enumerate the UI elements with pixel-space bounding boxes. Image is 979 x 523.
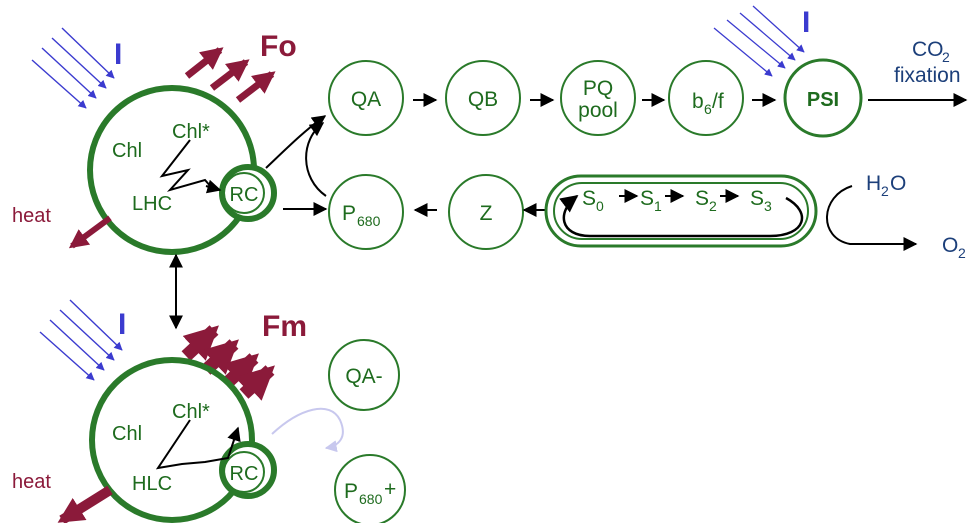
lhc-label: LHC [132, 193, 172, 215]
h2o-tail: O [890, 172, 906, 195]
bottom-rc-label: RC [230, 463, 259, 485]
p680-plus-sup: + [384, 478, 396, 501]
top-light-arrows [31, 27, 115, 109]
blocked-transfer-arrow [271, 407, 344, 453]
lhc-antenna-circle [87, 85, 257, 255]
co2-sub: 2 [942, 49, 950, 65]
bottom-energy-path [155, 419, 241, 470]
s2-main: S [695, 187, 709, 210]
top-energy-zigzag [159, 139, 213, 192]
bottom-antenna: I Fm RC Chl Chl* HLC heat [12, 299, 344, 523]
psi-light-arrows [713, 5, 805, 77]
top-chl-star-label: Chl* [172, 121, 210, 143]
bottom-light-label: I [118, 308, 126, 341]
s2-sub: 2 [709, 198, 717, 214]
s3-sub: 3 [764, 198, 772, 214]
p680-to-qa-arrow [305, 122, 327, 197]
pq-pool-circle [560, 60, 636, 136]
top-rc-label: RC [230, 184, 259, 206]
top-light-label: I [114, 38, 122, 71]
bottom-rc-inner-circle [223, 451, 265, 493]
qb-label: QB [468, 88, 498, 111]
h2o-sub: 2 [881, 183, 889, 199]
p680-plus-circle [334, 454, 406, 523]
s3-main: S [750, 187, 764, 210]
bottom-heat-arrow [57, 485, 113, 523]
qa-circle [328, 60, 404, 136]
p680-main: P [342, 202, 356, 225]
s0-main: S [582, 187, 596, 210]
rc-outer-circle [219, 164, 277, 222]
fm-label: Fm [262, 310, 307, 343]
o2-sub: 2 [958, 245, 966, 261]
bottom-light-arrows [39, 299, 123, 381]
water-oxidation-arrow [826, 185, 918, 251]
psi-light-label: I [802, 6, 810, 39]
s1-main: S [640, 187, 654, 210]
p680-plus-sub: 680 [359, 491, 383, 507]
p680-circle [328, 174, 404, 250]
s1-sub: 1 [654, 198, 662, 214]
qa-label: QA [351, 88, 381, 111]
bottom-chl-star-label: Chl* [172, 401, 210, 423]
s0-sub: 0 [596, 198, 604, 214]
donor-side: P 680 Z S 0 S 1 S 2 S 3 H 2 O O 2 [328, 172, 966, 261]
psi-circle [783, 58, 863, 138]
top-heat-arrow [68, 215, 112, 249]
qb-circle [445, 60, 521, 136]
o2-main: O [942, 234, 958, 257]
bottom-chl-label: Chl [112, 423, 142, 445]
b6f-main: b [692, 90, 704, 113]
p680-sub: 680 [357, 213, 381, 229]
rc-inner-circle [223, 172, 265, 214]
b6f-sub: 6 [704, 101, 712, 117]
fixation-label: fixation [894, 64, 961, 87]
hlc-label: HLC [132, 473, 172, 495]
h2o-main: H [866, 172, 881, 195]
pool-label: pool [578, 99, 618, 122]
bottom-heat-label: heat [12, 471, 51, 493]
pq-label: PQ [583, 77, 613, 100]
b6f-tail: /f [712, 90, 724, 113]
s3-to-s0-cycle-arrow [559, 194, 804, 238]
hlc-antenna-circle [89, 357, 255, 523]
top-antenna: I Fo RC Chl Chl* LHC heat [12, 27, 297, 255]
closed-carriers: QA- P 680 + [328, 339, 406, 523]
co2-main: CO [912, 38, 944, 61]
z-label: Z [480, 202, 493, 225]
top-energy-to-rc-arrow [205, 179, 222, 194]
qa-minus-circle [328, 339, 400, 411]
psi-label: PSI [807, 89, 839, 111]
qa-minus-label: QA- [345, 365, 382, 388]
s-state-outer-oval [544, 174, 818, 248]
electron-transport-chain: QA QB PQ pool b 6 /f PSI I CO 2 fixat [328, 5, 968, 138]
top-chl-label: Chl [112, 140, 142, 162]
fo-arrows [184, 47, 276, 103]
fm-arrows [181, 325, 275, 401]
top-heat-label: heat [12, 205, 51, 227]
fo-label: Fo [260, 30, 297, 63]
rc-to-qa-arrow [265, 115, 327, 169]
s-state-inner-oval [553, 182, 809, 240]
p680-plus-main: P [344, 480, 358, 503]
b6f-circle [668, 60, 744, 136]
